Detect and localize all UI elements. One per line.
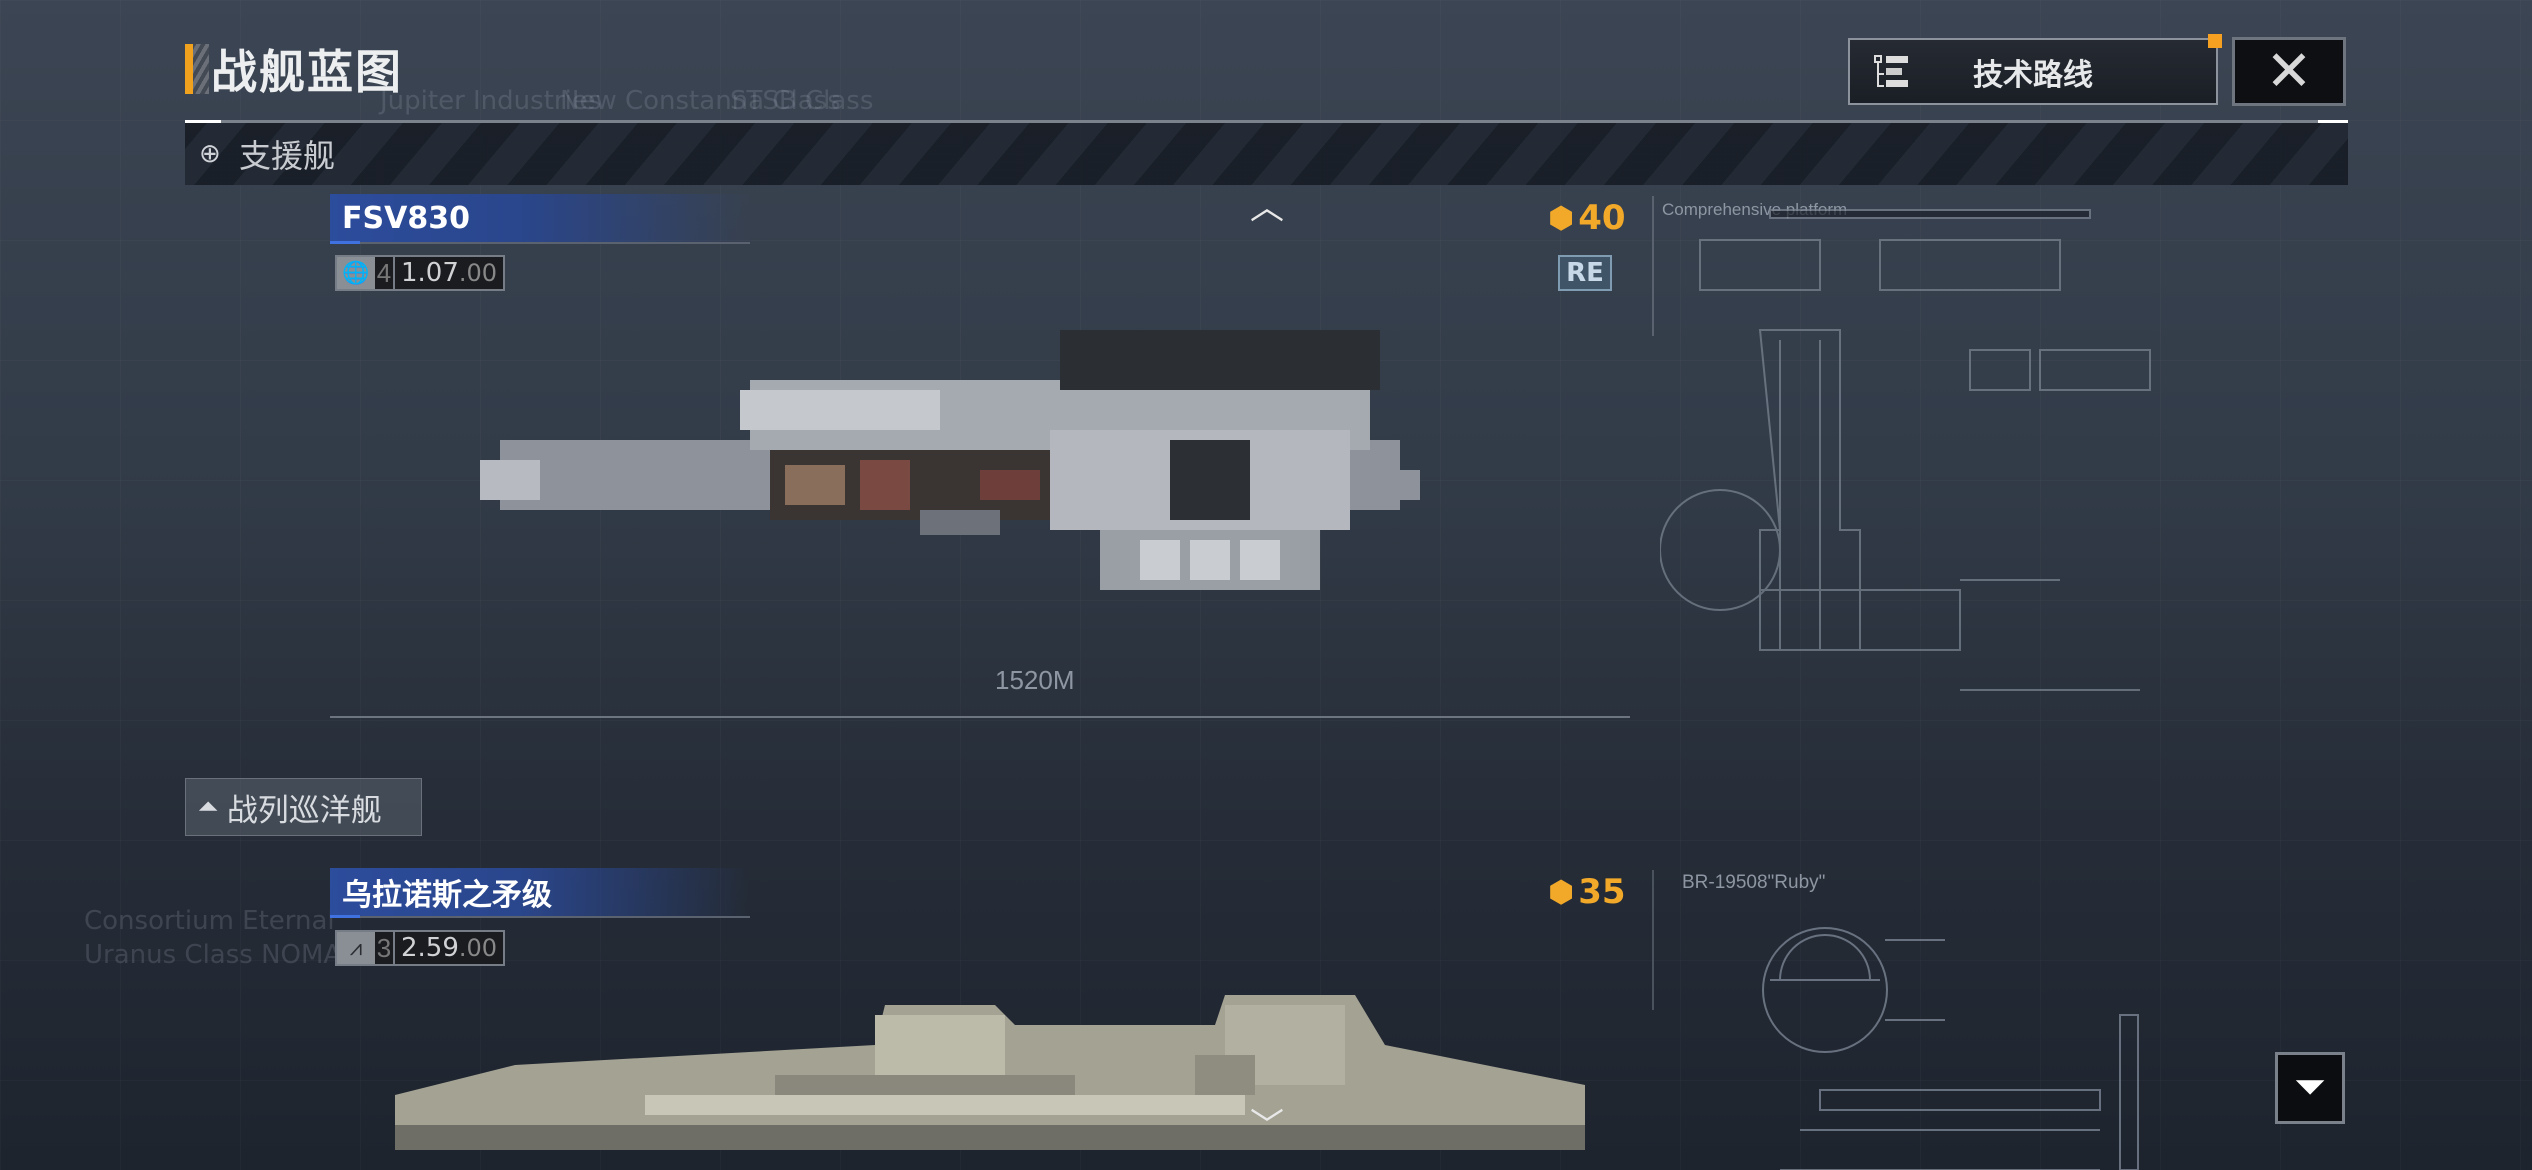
blueprint-divider xyxy=(1652,870,1654,1010)
filter-icon: ⏷ xyxy=(2294,1064,2326,1110)
ship-name-banner: FSV830 xyxy=(330,194,750,244)
cost-value: 40 xyxy=(1578,198,1626,238)
ship-fsv830-model[interactable] xyxy=(440,310,1620,590)
page-title-text: 战舰蓝图 xyxy=(211,45,403,99)
globe-icon: 🌐 xyxy=(337,257,375,289)
blueprint-schematic xyxy=(1762,927,2139,1170)
scroll-down-chevron-icon[interactable]: ﹀ xyxy=(1250,1106,1284,1146)
blueprint-schematic xyxy=(1660,209,2151,691)
title-hatch xyxy=(193,44,209,94)
close-button[interactable]: ✕ xyxy=(2232,37,2346,106)
ship-value: 1.07.00 xyxy=(395,257,504,289)
ship-cost: ⬢40 xyxy=(1548,198,1626,238)
ship-level: 3 xyxy=(375,932,395,964)
value-sub: .00 xyxy=(458,934,498,962)
notification-dot xyxy=(2208,34,2222,48)
support-ship-icon: ⊕ xyxy=(199,139,221,169)
bg-label: STSB Class xyxy=(730,86,874,116)
tech-tree-icon xyxy=(1874,54,1910,90)
page-title: 战舰蓝图 xyxy=(185,40,403,99)
ship-name-banner: 乌拉诺斯之矛级 xyxy=(330,868,750,918)
ship-stats: ⩘ 3 2.59.00 xyxy=(335,930,506,966)
close-icon: ✕ xyxy=(2265,39,2313,104)
length-scale-line xyxy=(330,716,1630,718)
bg-label: Consortium Eternal xyxy=(84,906,335,936)
ship-value: 2.59.00 xyxy=(395,932,504,964)
category-label: 支援舰 xyxy=(239,137,336,175)
title-accent-bar xyxy=(185,44,193,94)
bg-label: New Constanna Class xyxy=(560,86,841,116)
ship-uranus-spear-model[interactable] xyxy=(395,985,1595,1150)
ship-stats: 🌐 4 1.07.00 xyxy=(335,255,506,291)
speed-icon: ⩘ xyxy=(337,932,375,964)
command-point-icon: ⬢ xyxy=(1548,200,1575,236)
category-support-ship[interactable]: ⊕ 支援舰 xyxy=(185,123,2348,185)
scroll-up-chevron-icon[interactable]: ︿ xyxy=(1250,188,1284,228)
value-main: 1.07 xyxy=(401,258,459,288)
bg-label: Jupiter Industries xyxy=(380,86,602,116)
filter-button[interactable]: ⏷ xyxy=(2275,1052,2345,1124)
ship-cost: ⬢35 xyxy=(1548,872,1626,912)
cost-value: 35 xyxy=(1578,872,1626,912)
command-point-icon: ⬢ xyxy=(1548,874,1575,910)
header-divider xyxy=(185,120,2348,123)
blueprint-divider xyxy=(1652,196,1654,336)
blueprint-label: BR-19508"Ruby" xyxy=(1682,872,1826,893)
ship-tag: RE xyxy=(1558,255,1612,291)
tech-route-label: 技术路线 xyxy=(1973,57,2093,93)
value-sub: .00 xyxy=(458,259,498,287)
ship-level: 4 xyxy=(375,257,395,289)
bg-label: Uranus Class NOMA xyxy=(84,940,342,970)
tech-route-button[interactable]: 技术路线 xyxy=(1848,34,2222,105)
category-label: 战列巡洋舰 xyxy=(226,792,382,829)
ship-name: FSV830 xyxy=(342,200,470,236)
category-battlecruiser[interactable]: ⏶ 战列巡洋舰 xyxy=(185,778,422,836)
ship-name: 乌拉诺斯之矛级 xyxy=(342,878,552,913)
battlecruiser-icon: ⏶ xyxy=(198,791,219,822)
length-label: 1520M xyxy=(995,665,1075,695)
value-main: 2.59 xyxy=(401,933,459,963)
